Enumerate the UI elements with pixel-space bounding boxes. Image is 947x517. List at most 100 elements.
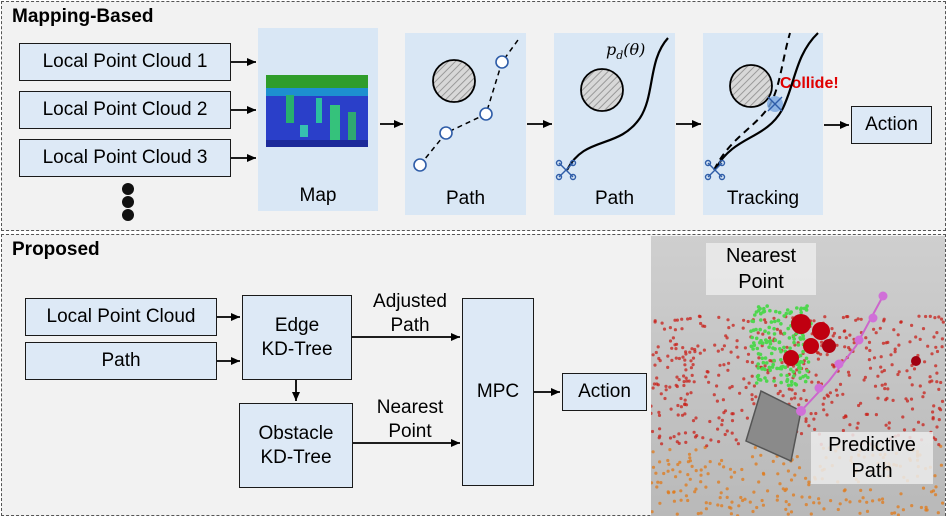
point-cloud-dot xyxy=(939,408,943,412)
point-cloud-dot xyxy=(750,374,754,378)
point-cloud-dot xyxy=(686,498,690,503)
map-stage-label: Map xyxy=(299,185,337,206)
point-cloud-dot xyxy=(886,387,890,391)
edge-point-dot xyxy=(754,381,759,385)
point-cloud-dot xyxy=(716,503,720,507)
edge-point-dot xyxy=(782,331,787,336)
point-cloud-dot xyxy=(685,379,689,383)
point-cloud-dot xyxy=(704,507,708,511)
point-cloud-dot xyxy=(772,376,776,380)
point-cloud-dot xyxy=(766,489,770,493)
point-cloud-dot xyxy=(817,501,821,505)
point-cloud-dot xyxy=(694,448,698,452)
point-cloud-dot xyxy=(804,417,808,421)
edge-point-dot xyxy=(750,319,754,323)
ellipsis-dot xyxy=(122,183,134,195)
point-cloud-dot xyxy=(828,391,832,395)
point-cloud-dot xyxy=(716,427,720,431)
point-cloud-dot xyxy=(688,350,692,354)
point-cloud-dot xyxy=(748,500,752,504)
point-cloud-dot xyxy=(745,416,749,420)
point-cloud-dot xyxy=(928,375,932,379)
point-cloud-dot xyxy=(721,398,725,402)
point-cloud-dot xyxy=(655,376,659,380)
point-cloud-dot xyxy=(830,400,834,404)
point-cloud-dot xyxy=(703,324,707,328)
point-cloud-dot xyxy=(657,436,661,440)
point-cloud-dot xyxy=(843,345,847,349)
edge-point-dot xyxy=(785,373,789,378)
point-cloud-dot xyxy=(690,464,694,468)
point-cloud-dot xyxy=(668,339,673,343)
point-cloud-dot xyxy=(698,315,702,319)
edge-point-dot xyxy=(763,376,767,380)
point-cloud-dot xyxy=(761,332,765,336)
point-cloud-dot xyxy=(699,468,703,472)
point-cloud-dot xyxy=(872,327,876,331)
edge-point-dot xyxy=(765,361,769,365)
point-cloud-dot xyxy=(666,354,670,358)
point-cloud-dot xyxy=(716,349,720,353)
point-cloud-dot xyxy=(901,508,905,512)
edge-point-dot xyxy=(775,366,779,371)
point-cloud-dot xyxy=(817,497,821,501)
edge-point-dot xyxy=(792,374,796,378)
point-cloud-dot xyxy=(910,504,914,508)
point-cloud-dot xyxy=(771,459,775,463)
point-cloud-dot xyxy=(829,499,833,503)
path-formula-label: pd(θ) xyxy=(606,40,646,63)
point-cloud-dot xyxy=(823,315,827,319)
point-cloud-dot xyxy=(717,440,721,444)
point-cloud-dot xyxy=(657,410,661,414)
point-cloud-dot xyxy=(722,465,726,469)
point-cloud-dot xyxy=(682,374,686,378)
point-cloud-dot xyxy=(880,497,885,501)
point-cloud-dot xyxy=(717,462,722,466)
edge-point-dot xyxy=(784,311,789,316)
edge-point-dot xyxy=(756,352,761,356)
point-cloud-dot xyxy=(675,440,679,444)
point-cloud-dot xyxy=(902,428,907,432)
point-cloud-dot xyxy=(848,500,852,504)
point-cloud-dot xyxy=(830,363,835,367)
point-cloud-dot xyxy=(699,480,703,484)
point-cloud-dot xyxy=(793,473,797,477)
point-cloud-dot xyxy=(843,329,847,333)
point-cloud-dot xyxy=(816,351,820,355)
point-cloud-dot xyxy=(910,383,914,387)
edge-point-dot xyxy=(758,377,762,382)
point-cloud-dot xyxy=(889,353,893,357)
point-cloud-dot xyxy=(896,333,900,337)
edge-point-dot xyxy=(763,329,767,333)
point-cloud-dot xyxy=(846,370,851,374)
point-cloud-dot xyxy=(729,506,733,510)
point-cloud-dot xyxy=(779,331,783,335)
point-cloud-dot xyxy=(696,344,700,348)
point-cloud-dot xyxy=(684,494,688,498)
point-cloud-dot xyxy=(658,359,662,363)
edge-point-dot xyxy=(749,344,754,349)
point-cloud-dot xyxy=(730,384,734,389)
point-cloud-dot xyxy=(722,363,726,367)
point-cloud-dot xyxy=(651,510,654,514)
point-cloud-dot xyxy=(921,395,925,399)
point-cloud-dot xyxy=(671,336,675,340)
edge-point-dot xyxy=(787,336,792,340)
point-cloud-dot xyxy=(686,473,690,477)
point-cloud-dot xyxy=(681,355,685,359)
point-cloud-dot xyxy=(893,350,897,354)
edge-point-dot xyxy=(760,356,764,361)
point-cloud-dot xyxy=(759,453,763,457)
point-cloud-dot xyxy=(702,348,706,352)
point-cloud-dot xyxy=(937,315,941,319)
point-cloud-dot xyxy=(856,421,860,425)
point-cloud-dot xyxy=(936,511,940,515)
point-cloud-dot xyxy=(931,410,935,414)
predictive-path-points xyxy=(796,291,888,416)
point-cloud-dot xyxy=(901,415,905,419)
point-cloud-dot xyxy=(739,495,743,500)
point-cloud-dot xyxy=(865,509,870,513)
edge-point-dot xyxy=(753,313,757,317)
point-cloud-dot xyxy=(736,514,740,516)
point-cloud-dot xyxy=(820,340,824,344)
